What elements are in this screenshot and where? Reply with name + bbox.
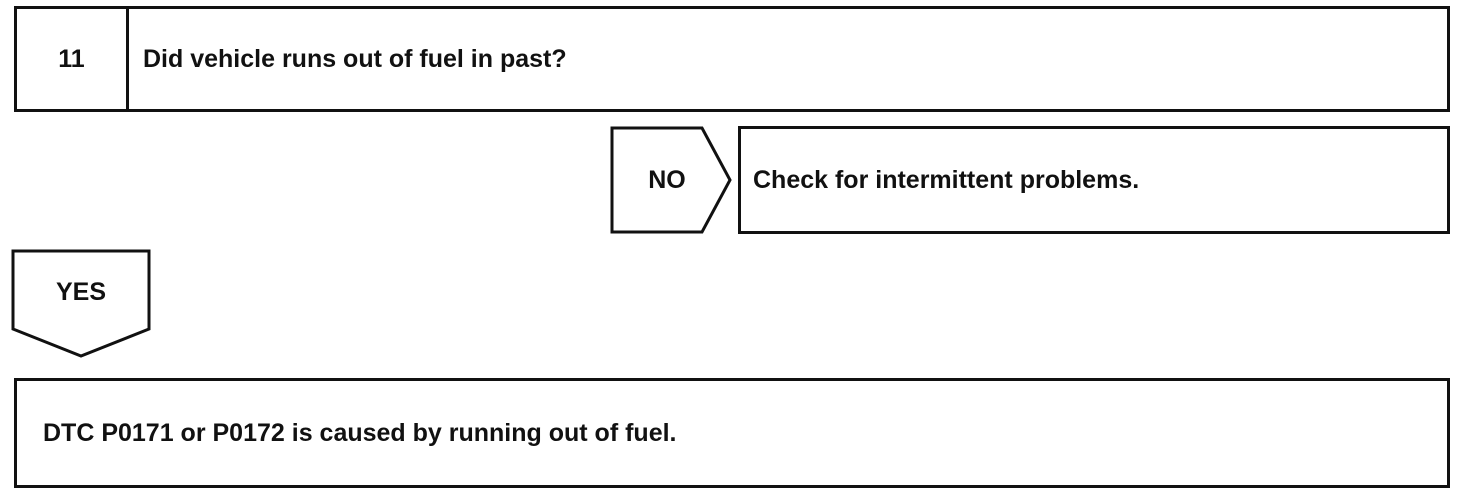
- no-result-text: Check for intermittent problems.: [753, 165, 1140, 194]
- no-branch-arrow: [610, 126, 732, 234]
- step-question: Did vehicle runs out of fuel in past?: [143, 44, 567, 73]
- final-result-box: DTC P0171 or P0172 is caused by running …: [14, 378, 1450, 488]
- step-box: 11 Did vehicle runs out of fuel in past?: [14, 6, 1450, 112]
- no-result-box: Check for intermittent problems.: [738, 126, 1450, 234]
- final-result-text: DTC P0171 or P0172 is caused by running …: [43, 418, 677, 447]
- yes-branch-arrow: [11, 249, 151, 358]
- yes-branch-label: YES: [55, 278, 107, 306]
- no-branch-label: NO: [648, 166, 686, 194]
- step-number: 11: [17, 9, 129, 109]
